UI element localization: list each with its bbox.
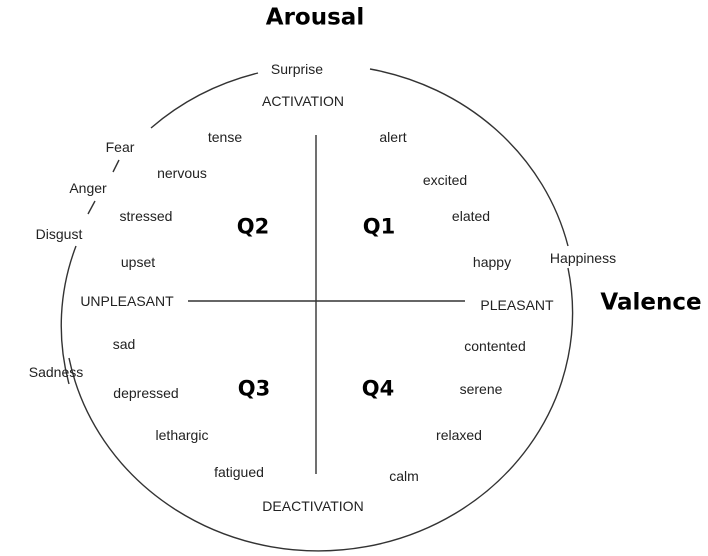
unpleasant-label: UNPLEASANT xyxy=(80,293,174,309)
circumplex-arc-left xyxy=(60,245,77,385)
circumplex-arc-top-right xyxy=(369,68,569,247)
word-fatigued: fatigued xyxy=(214,464,264,480)
quadrant-q4-label: Q4 xyxy=(361,376,395,401)
word-nervous: nervous xyxy=(157,165,207,181)
word-stressed: stressed xyxy=(119,208,173,224)
quadrant-q3-label: Q3 xyxy=(237,376,271,401)
emotion-surprise: Surprise xyxy=(270,61,324,77)
circumplex-arc-right-bottom xyxy=(68,267,574,552)
quadrant-q2-label: Q2 xyxy=(236,214,270,239)
word-lethargic: lethargic xyxy=(155,427,209,443)
word-depressed: depressed xyxy=(113,385,179,401)
valence-axis-title: Valence xyxy=(600,289,702,316)
word-upset: upset xyxy=(120,254,156,270)
word-calm: calm xyxy=(389,468,419,484)
word-sad: sad xyxy=(112,336,136,352)
pleasant-label: PLEASANT xyxy=(480,297,554,313)
word-relaxed: relaxed xyxy=(436,427,482,443)
emotion-anger: Anger xyxy=(69,180,107,196)
deactivation-label: DEACTIVATION xyxy=(262,498,364,514)
anger-disgust-connector xyxy=(87,200,96,215)
fear-anger-connector xyxy=(112,159,120,173)
word-excited: excited xyxy=(422,172,468,188)
arousal-axis-title: Arousal xyxy=(265,4,365,31)
word-elated: elated xyxy=(451,208,491,224)
word-contented: contented xyxy=(464,338,526,354)
word-serene: serene xyxy=(459,381,503,397)
emotion-fear: Fear xyxy=(105,139,135,155)
quadrant-q1-label: Q1 xyxy=(362,214,396,239)
emotion-disgust: Disgust xyxy=(35,226,83,242)
word-tense: tense xyxy=(207,129,243,145)
activation-label: ACTIVATION xyxy=(262,93,344,109)
word-happy: happy xyxy=(472,254,512,270)
emotion-happiness: Happiness xyxy=(549,250,617,266)
circumplex-arc-top-left xyxy=(150,72,259,129)
word-alert: alert xyxy=(379,129,407,145)
emotion-sadness: Sadness xyxy=(28,364,84,380)
